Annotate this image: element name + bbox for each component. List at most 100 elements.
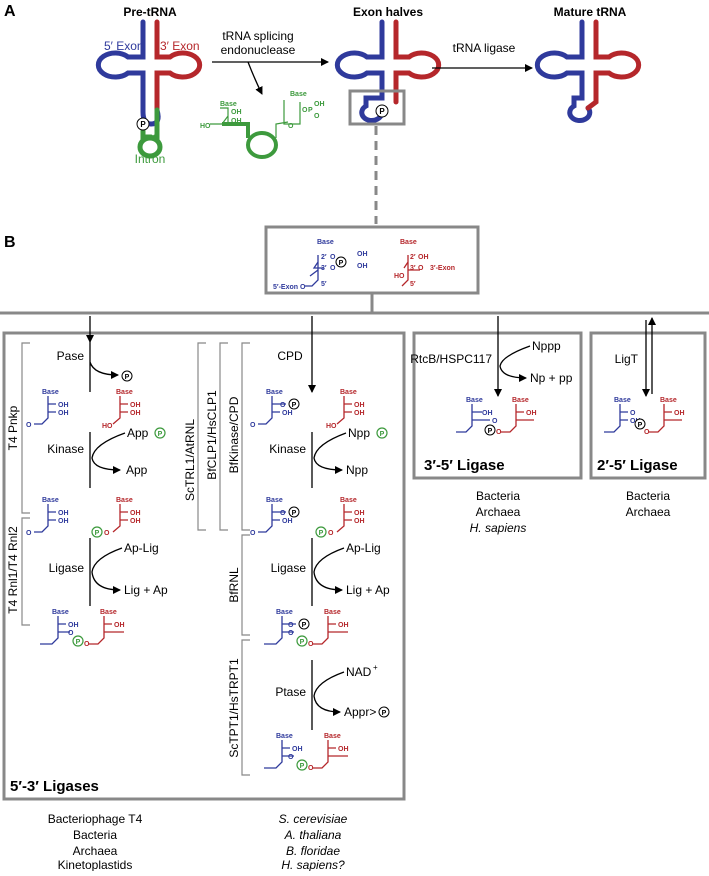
mid-structure-1-phosphate <box>288 398 300 410</box>
termini-phosphate-label: P <box>339 260 344 267</box>
t4pnkp-bracket <box>21 342 30 514</box>
svg-text:O: O <box>250 422 256 429</box>
svg-text:O: O <box>302 107 308 114</box>
mid-kinase-arrow <box>311 432 346 488</box>
rtcb-phosphate-icon <box>484 424 496 436</box>
svg-text:O: O <box>630 410 636 417</box>
svg-text:HO: HO <box>102 423 113 430</box>
mature-trna-title: Mature tRNA <box>554 5 627 19</box>
mid-nad-label: NAD <box>346 665 372 679</box>
svg-text:OH: OH <box>674 410 685 417</box>
exon5-label: 5′ Exon <box>104 39 144 53</box>
bfkinase-label: BfKinase/CPD <box>227 396 241 473</box>
ligase-3-5-title: 3′-5′ Ligase <box>424 457 505 474</box>
ligt-structure <box>604 404 682 433</box>
t4pnkp-label: T4 Pnkp <box>6 405 20 450</box>
ligt-org-1: Bacteria <box>626 489 670 503</box>
svg-text:HO: HO <box>200 123 211 130</box>
rtcb-structure <box>456 404 534 433</box>
mid-structure-4 <box>264 740 348 769</box>
svg-text:Base: Base <box>276 609 293 616</box>
left-structure-2-phosphate-label: P <box>95 530 100 537</box>
svg-text:3′: 3′ <box>410 265 416 272</box>
mid-cpd-label: CPD <box>277 349 303 363</box>
svg-text:O: O <box>26 422 32 429</box>
svg-text:OH: OH <box>282 410 293 417</box>
left-structure-3 <box>40 616 124 645</box>
svg-text:OH: OH <box>354 510 365 517</box>
left-structure-3-text: Base OH O Base OH O <box>52 609 125 648</box>
panel-b-label: B <box>4 234 16 251</box>
svg-text:OH: OH <box>354 402 365 409</box>
mid-structure-4-green-phosphate-label: P <box>300 763 305 770</box>
svg-text:O: O <box>418 265 424 272</box>
endonuclease-label-1: tRNA splicing <box>222 29 293 43</box>
svg-text:OH: OH <box>357 251 368 258</box>
termini-phosphate-icon <box>335 256 347 268</box>
svg-text:Base: Base <box>290 91 307 98</box>
svg-text:5′-Exon: 5′-Exon <box>273 284 298 291</box>
left-org-3: Archaea <box>73 844 118 858</box>
bfclp-bracket <box>219 342 228 531</box>
mid-structure-2 <box>258 504 352 533</box>
svg-text:O: O <box>644 429 650 436</box>
svg-text:O: O <box>288 754 294 761</box>
svg-text:O: O <box>288 630 294 637</box>
svg-text:OH: OH <box>58 402 69 409</box>
svg-text:OH: OH <box>338 746 349 753</box>
left-aplig-label: Ap-Lig <box>124 541 159 555</box>
svg-text:2′: 2′ <box>410 254 416 261</box>
sctpt-bracket <box>241 639 250 776</box>
svg-text:Base: Base <box>324 609 341 616</box>
svg-text:O: O <box>26 530 32 537</box>
left-pase-phosphate-icon <box>121 370 133 382</box>
t4rnl-bracket <box>21 517 30 626</box>
svg-text:OH: OH <box>130 518 141 525</box>
mid-structure-4-green-phosphate <box>296 759 308 771</box>
endonuclease-label-2: endonuclease <box>221 43 296 57</box>
mid-npp-phosphate-icon <box>376 427 388 439</box>
svg-text:Base: Base <box>340 389 357 396</box>
mid-structure-2-phosphate-label: P <box>292 510 297 517</box>
rtcb-nppp2-label: Np + pp <box>530 371 573 385</box>
rtcb-org-1: Bacteria <box>476 489 520 503</box>
mid-npp-phosphate-label: P <box>380 431 385 438</box>
left-org-1: Bacteriophage T4 <box>48 812 143 826</box>
mid-structure-2-green-phosphate <box>315 526 327 538</box>
intron-label: Intron <box>135 152 166 166</box>
svg-text:O: O <box>496 429 502 436</box>
left-structure-1 <box>34 396 128 425</box>
left-pase-label: Pase <box>57 349 85 363</box>
svg-text:OH: OH <box>482 410 493 417</box>
svg-text:O: O <box>280 402 286 409</box>
left-structure-2-text: Base OH OH O Base OH OH O <box>26 497 141 537</box>
left-app-phosphate-icon <box>154 427 166 439</box>
ligt-enzyme-label: LigT <box>615 352 639 366</box>
svg-text:HO: HO <box>394 273 405 280</box>
mid-npp-out: Npp <box>346 463 368 477</box>
mid-structure-4-text: Base OH O Base OH O <box>276 733 349 772</box>
phosphate-icon <box>136 117 150 131</box>
svg-text:Base: Base <box>466 397 483 404</box>
rtcb-org-2: Archaea <box>476 505 521 519</box>
rtcb-org-3: H. sapiens <box>470 521 527 535</box>
left-structure-2-phosphate <box>91 526 103 538</box>
mid-structure-3-phosphate <box>298 618 310 630</box>
released-intron-text: Base OH OH HO Base O P OH O O <box>200 91 325 130</box>
svg-text:O: O <box>288 123 294 130</box>
mid-appr-phosphate-icon <box>378 706 390 718</box>
left-kinase-label: Kinase <box>47 442 84 456</box>
left-pase-arrow <box>89 342 118 392</box>
svg-text:Base: Base <box>116 389 133 396</box>
sctrl-label: ScTRL1/AtRNL <box>183 419 197 501</box>
intron-release-arrow <box>247 61 263 95</box>
rtcb-structure-text: Base OH O Base OH O <box>466 397 537 436</box>
mid-appr-label: Appr> <box>344 705 376 719</box>
ligases-5-3-title: 5′-3′ Ligases <box>10 778 99 795</box>
svg-text:P: P <box>308 107 313 114</box>
svg-text:OH: OH <box>231 118 242 125</box>
svg-text:OH: OH <box>130 402 141 409</box>
svg-text:3′: 3′ <box>321 265 327 272</box>
ligt-phosphate-label: P <box>638 422 643 429</box>
